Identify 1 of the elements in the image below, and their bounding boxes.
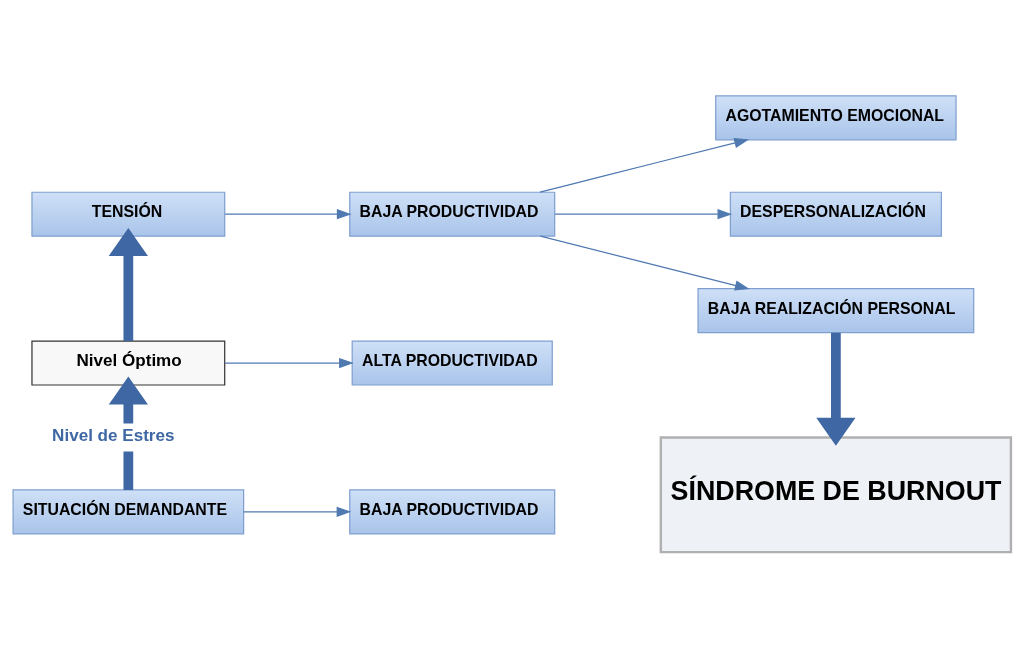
edge-label: Nivel de Estres bbox=[52, 426, 175, 446]
